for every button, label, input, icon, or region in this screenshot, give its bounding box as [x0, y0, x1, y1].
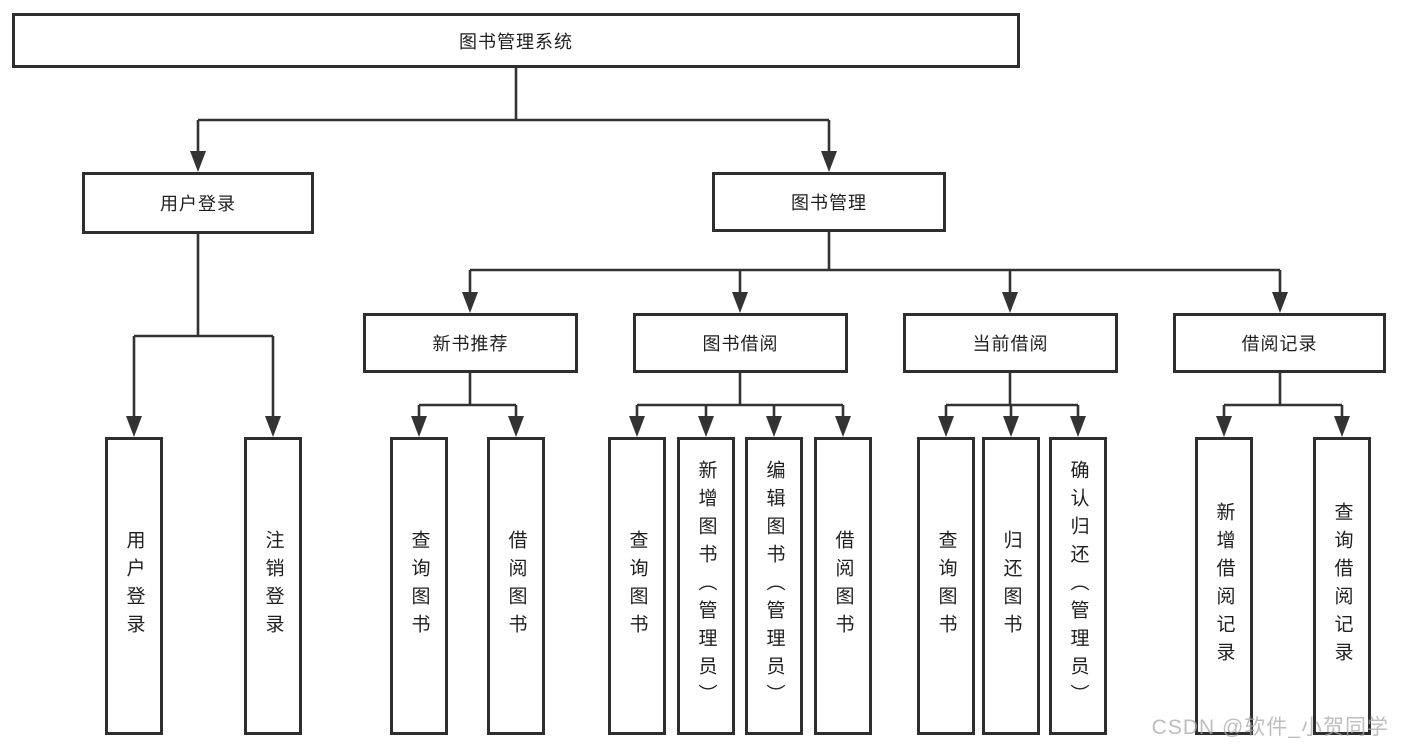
leaf-borrow-books: 借阅图书 — [814, 437, 872, 735]
node-borrowing-records: 借阅记录 — [1173, 313, 1386, 373]
leaf-user-login: 用户登录 — [105, 437, 163, 735]
node-book-borrowing: 图书借阅 — [633, 313, 848, 373]
node-new-book-recommendation: 新书推荐 — [363, 313, 578, 373]
node-current-borrowing: 当前借阅 — [903, 313, 1118, 373]
leaf-borrow-books: 借阅图书 — [487, 437, 545, 735]
leaf-query-books: 查询图书 — [608, 437, 666, 735]
node-book-management: 图书管理 — [712, 172, 946, 232]
leaf-return-books: 归还图书 — [982, 437, 1040, 735]
leaf-query-books: 查询图书 — [917, 437, 975, 735]
leaf-query-borrow-record: 查询借阅记录 — [1313, 437, 1371, 735]
leaf-add-borrow-record: 新增借阅记录 — [1195, 437, 1253, 735]
leaf-add-books-admin: 新增图书（管理员） — [677, 437, 735, 735]
csdn-watermark: CSDN @软件_小贺同学 — [1151, 716, 1389, 739]
leaf-logout: 注销登录 — [244, 437, 302, 735]
leaf-query-books: 查询图书 — [390, 437, 448, 735]
leaf-edit-books-admin: 编辑图书（管理员） — [745, 437, 803, 735]
leaf-confirm-return-admin: 确认归还（管理员） — [1049, 437, 1107, 735]
node-user-login: 用户登录 — [82, 172, 314, 234]
node-library-management-system: 图书管理系统 — [12, 13, 1020, 68]
